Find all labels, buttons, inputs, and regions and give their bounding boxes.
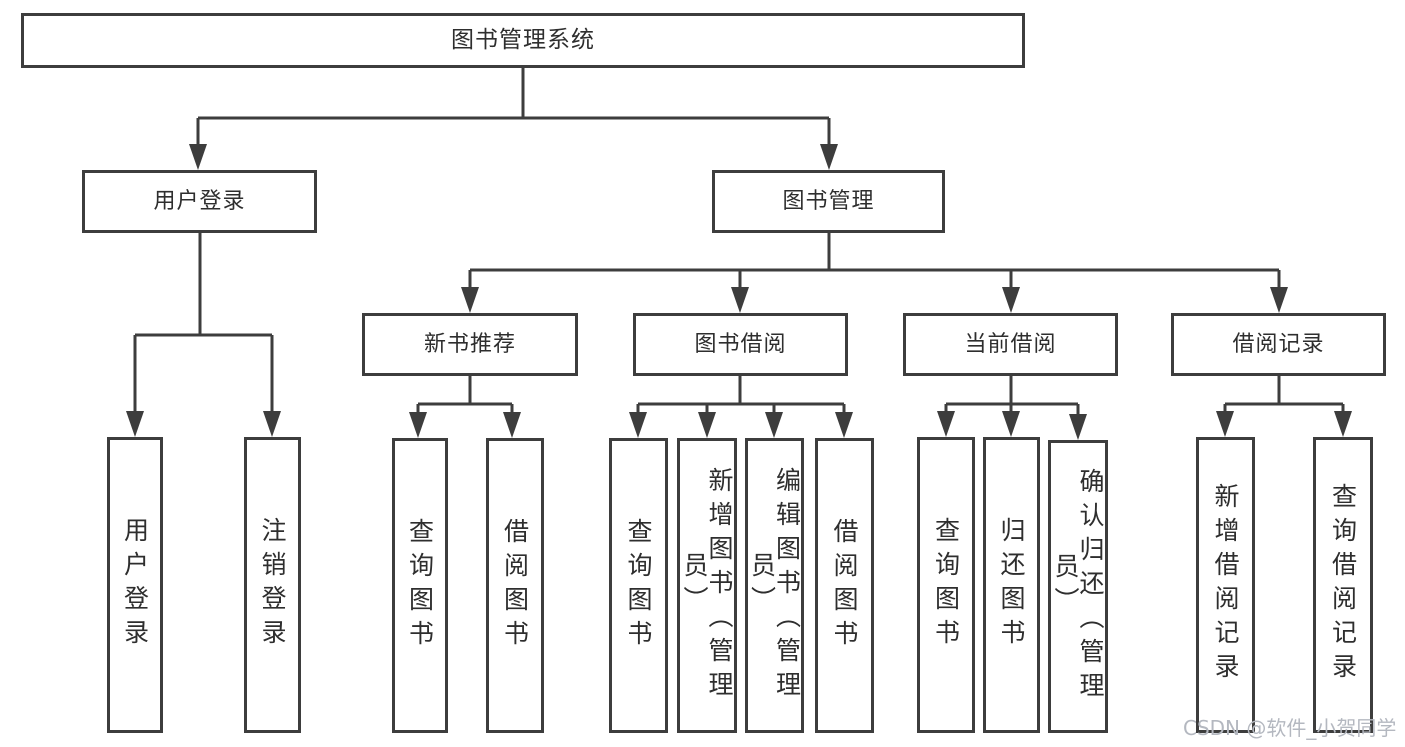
leaf-query-borrow-record: 查询借阅记录: [1313, 437, 1373, 733]
leaf-user-login: 用户登录: [107, 437, 163, 733]
node-borrow-records: 借阅记录: [1171, 313, 1386, 376]
watermark: CSDN @软件_小贺同学: [1183, 716, 1397, 740]
leaf-borrow-books: 借阅图书: [815, 438, 874, 733]
node-current-borrow: 当前借阅: [903, 313, 1118, 376]
leaf-add-borrow-record: 新增借阅记录: [1196, 437, 1255, 733]
node-book-management: 图书管理: [712, 170, 945, 233]
leaf-edit-book-admin: 编辑图书（管理员）: [745, 438, 804, 733]
leaf-query-books-recommend: 查询图书: [392, 438, 448, 733]
leaf-query-books-current: 查询图书: [917, 437, 975, 733]
node-new-book-recommend: 新书推荐: [362, 313, 578, 376]
leaf-confirm-return-admin: 确认归还（管理员）: [1048, 440, 1108, 733]
node-book-borrow: 图书借阅: [633, 313, 848, 376]
node-library-system: 图书管理系统: [21, 13, 1025, 68]
leaf-logout: 注销登录: [244, 437, 301, 733]
leaf-borrow-books-recommend: 借阅图书: [486, 438, 544, 733]
leaf-add-book-admin: 新增图书（管理员）: [677, 438, 737, 733]
leaf-query-books-borrow: 查询图书: [609, 438, 668, 733]
node-user-login: 用户登录: [82, 170, 317, 233]
leaf-return-books: 归还图书: [983, 437, 1040, 733]
